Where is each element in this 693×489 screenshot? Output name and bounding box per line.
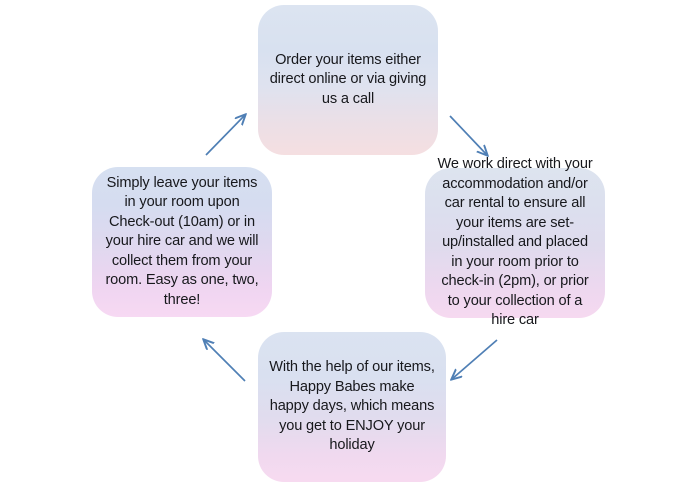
process-step-collection[interactable]: Simply leave your items in your room upo… xyxy=(92,167,272,317)
process-step-text: Simply leave your items in your room upo… xyxy=(105,174,259,308)
arrow-top-right xyxy=(449,115,487,155)
process-step-text: Order your items either direct online or… xyxy=(269,51,427,107)
arrow-bottom-right xyxy=(452,339,498,379)
process-step-text: With the help of our items, Happy Babes … xyxy=(269,359,435,454)
process-step-enjoy-holiday[interactable]: With the help of our items, Happy Babes … xyxy=(258,332,446,482)
process-step-order-items[interactable]: Order your items either direct online or… xyxy=(258,5,438,155)
process-step-setup-delivery[interactable]: We work direct with your accommodation a… xyxy=(425,156,605,328)
arrow-top-left xyxy=(205,115,245,156)
arrow-bottom-left xyxy=(204,340,246,382)
process-step-text: We work direct with your accommodation a… xyxy=(437,156,593,329)
